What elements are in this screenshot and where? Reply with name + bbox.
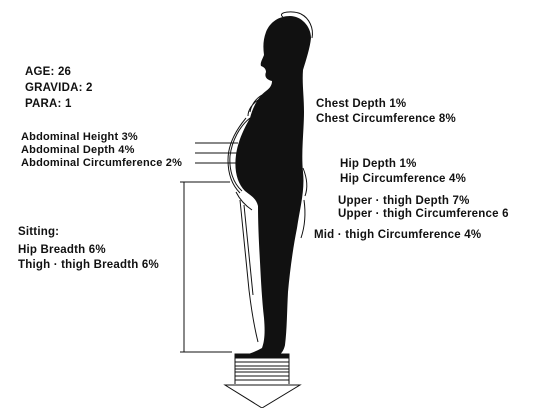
abdominal-depth-label: Abdominal Depth 4%: [21, 144, 135, 156]
chest-depth-label: Chest Depth 1%: [316, 98, 406, 110]
gravida-label: GRAVIDA: 2: [25, 82, 93, 94]
abdominal-height-label: Abdominal Height 3%: [21, 131, 138, 143]
down-arrow: [225, 385, 300, 408]
leg-outline-lines: [240, 200, 258, 342]
hip-breadth-label: Hip Breadth 6%: [18, 244, 106, 256]
upper-thigh-circumference-label: Upper · thigh Circumference 6: [338, 208, 509, 220]
mid-thigh-circumference-label: Mid · thigh Circumference 4%: [314, 229, 481, 241]
hip-depth-label: Hip Depth 1%: [340, 158, 417, 170]
abdominal-circumference-label: Abdominal Circumference 2%: [21, 157, 182, 169]
upper-thigh-depth-label: Upper · thigh Depth 7%: [338, 195, 470, 207]
thigh-breadth-label: Thigh · thigh Breadth 6%: [18, 259, 159, 271]
para-label: PARA: 1: [25, 98, 72, 110]
pregnant-woman-silhouette: [235, 16, 311, 357]
chest-circumference-label: Chest Circumference 8%: [316, 113, 456, 125]
sitting-height-line: [180, 182, 232, 352]
sitting-heading: Sitting:: [18, 226, 59, 238]
platform-stack: [235, 354, 289, 384]
age-label: AGE: 26: [25, 66, 71, 78]
hip-circumference-label: Hip Circumference 4%: [340, 173, 466, 185]
